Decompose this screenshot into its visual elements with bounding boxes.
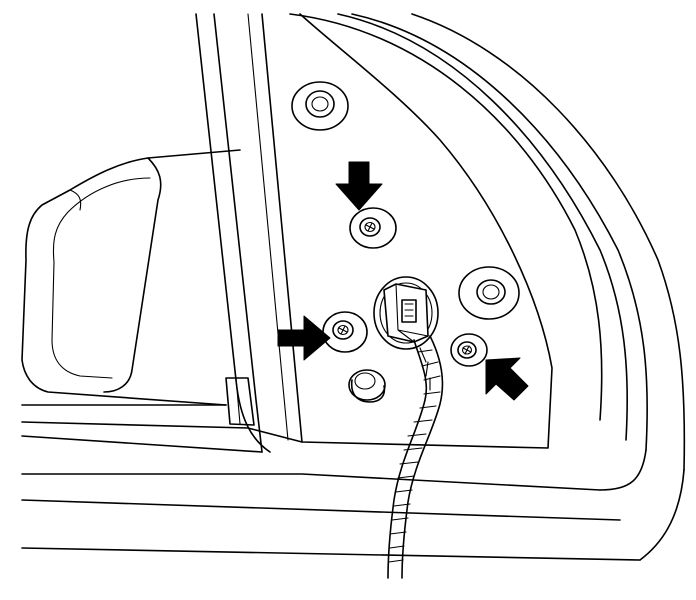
- arrow-right-icon: [485, 357, 529, 401]
- arrow-left-icon: [277, 315, 331, 361]
- mounting-screw-left: [322, 311, 368, 353]
- grommet-top: [291, 81, 349, 131]
- mounting-screw-top: [349, 207, 397, 249]
- pillar-strip: [195, 13, 271, 453]
- mounting-plate: [247, 13, 553, 449]
- wire-connector: [373, 276, 439, 350]
- mirror-housing: [21, 149, 255, 426]
- door-frame-lines: [289, 13, 686, 561]
- mounting-screw-right: [450, 333, 488, 367]
- door-panel-lines: [21, 404, 641, 561]
- arrow-top-icon: [335, 161, 383, 211]
- grommet-right: [458, 266, 520, 320]
- locator-pin: [348, 369, 386, 403]
- wire-harness: [387, 335, 444, 579]
